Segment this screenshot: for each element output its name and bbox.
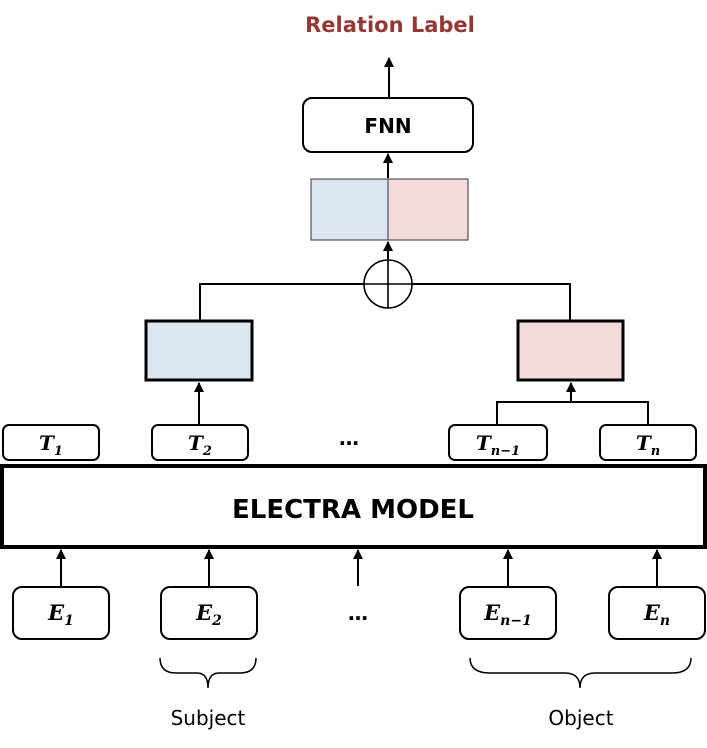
svg-text:Tn: Tn xyxy=(636,431,660,459)
output-ellipsis: … xyxy=(339,426,359,450)
electra-model-label: ELECTRA MODEL xyxy=(232,495,474,525)
input-embedding-en: En xyxy=(608,586,706,640)
output-token-tn-1: Tn−1 xyxy=(448,424,548,461)
object-brace xyxy=(469,657,692,689)
svg-text:T1: T1 xyxy=(39,431,63,459)
output-title: Relation Label xyxy=(305,13,475,37)
input-ellipsis: … xyxy=(348,601,368,625)
concat-object-half xyxy=(387,178,469,241)
concat-subject-half xyxy=(310,178,389,241)
svg-text:En−1: En−1 xyxy=(483,600,532,629)
input-embedding-e2: E2 xyxy=(160,586,258,640)
fnn-label: FNN xyxy=(364,114,411,138)
svg-text:Tn−1: Tn−1 xyxy=(476,431,520,459)
line-subject-to-concat xyxy=(199,283,364,320)
svg-text:T2: T2 xyxy=(188,431,212,459)
svg-text:En: En xyxy=(643,600,670,629)
concatenated-vector xyxy=(310,178,469,241)
concat-operator-icon xyxy=(363,259,413,309)
fnn-box: FNN xyxy=(302,97,474,153)
object-vector xyxy=(516,319,625,382)
object-label: Object xyxy=(548,706,613,730)
electra-model-box: ELECTRA MODEL xyxy=(0,464,707,549)
output-token-tn: Tn xyxy=(599,424,697,461)
subject-vector xyxy=(144,319,254,382)
output-token-t2: T2 xyxy=(151,424,249,461)
line-object-to-concat xyxy=(412,283,571,320)
subject-label: Subject xyxy=(171,706,246,730)
svg-text:E2: E2 xyxy=(195,600,222,629)
input-embedding-e1: E1 xyxy=(12,586,110,640)
subject-brace xyxy=(159,657,257,689)
line-object-tokens-merge xyxy=(496,401,649,424)
input-embedding-en-1: En−1 xyxy=(459,586,557,640)
svg-text:E1: E1 xyxy=(47,600,74,629)
output-token-t1: T1 xyxy=(2,424,100,461)
